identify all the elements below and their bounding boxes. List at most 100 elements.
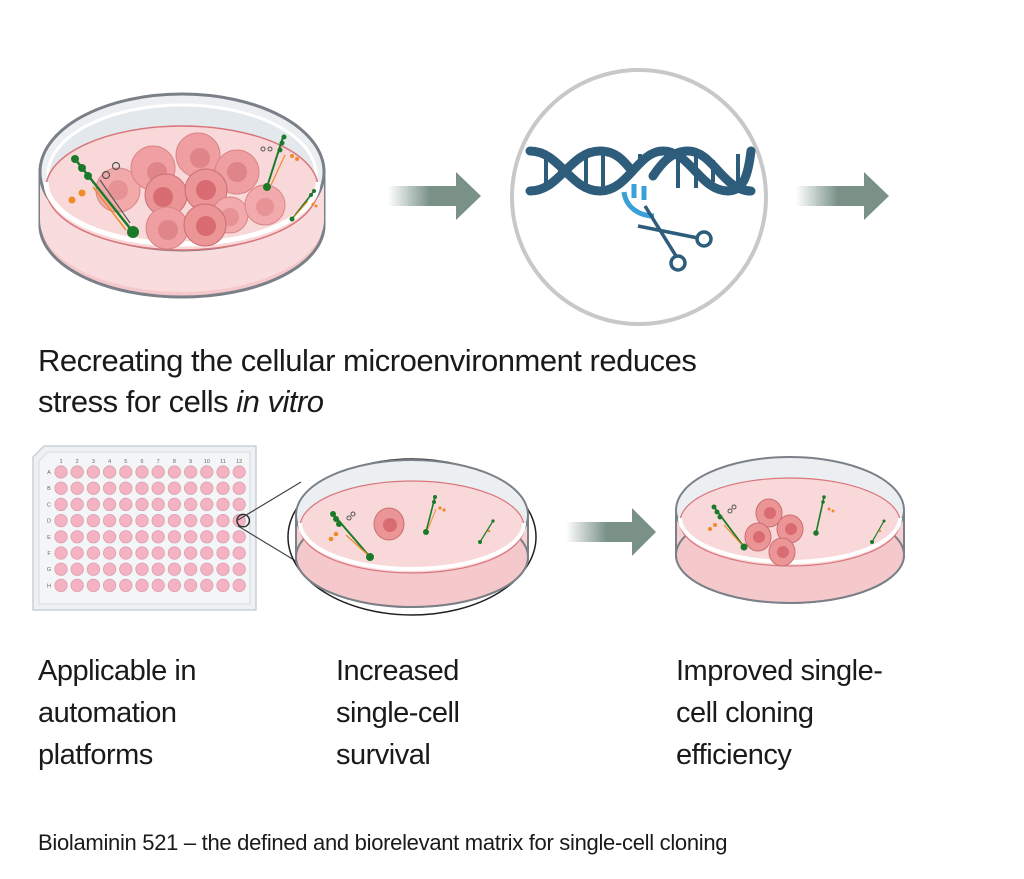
plate-well — [54, 578, 68, 592]
plate-well — [232, 530, 246, 544]
step-label-line: efficiency — [676, 739, 792, 771]
plate-well — [232, 481, 246, 495]
plate-well — [167, 578, 181, 592]
laminin-molecule-icon — [328, 511, 374, 561]
plate-well — [151, 481, 165, 495]
step-label-automation: Applicable in automation platforms — [38, 650, 196, 776]
plate-well — [86, 546, 101, 560]
plate-well — [167, 530, 181, 544]
plate-column-label: 8 — [173, 459, 176, 465]
plate-well — [103, 562, 117, 576]
plate-well — [70, 497, 84, 512]
plate-row-label: G — [47, 567, 51, 573]
plate-well — [86, 481, 101, 495]
plate-column-label: 5 — [124, 459, 127, 465]
plate-well — [151, 578, 165, 592]
plate-well — [184, 530, 198, 544]
plate-row-label: F — [47, 551, 51, 557]
laminin-molecule-icon — [708, 504, 748, 551]
plate-well — [103, 465, 117, 479]
plate-well — [70, 481, 84, 495]
plate-well — [103, 514, 117, 528]
plate-well — [184, 578, 198, 592]
plate-well — [135, 546, 149, 560]
plate-well — [135, 497, 149, 512]
plate-well — [216, 578, 230, 592]
arrow-right-icon — [388, 172, 481, 220]
plate-well — [119, 546, 133, 560]
highlighted-well — [236, 513, 251, 528]
plate-well — [86, 465, 101, 479]
plate-well — [103, 546, 117, 560]
plate-well — [119, 514, 133, 528]
plate-well — [151, 546, 165, 560]
plate-well — [151, 514, 165, 528]
plate-well — [70, 514, 84, 528]
petri-dish-colony — [675, 456, 905, 604]
plate-column-label: 6 — [140, 459, 143, 465]
plate-well — [184, 514, 198, 528]
laminin-molecule-icon — [423, 495, 446, 535]
plate-well — [119, 530, 133, 544]
step-label-line: cell cloning — [676, 697, 814, 729]
plate-well — [135, 530, 149, 544]
step-label-line: Increased — [336, 655, 459, 687]
laminin-molecule-icon — [478, 519, 495, 544]
plate-well — [86, 562, 101, 576]
plate-well — [54, 465, 68, 479]
step-label-line: single-cell — [336, 697, 460, 729]
plate-column-label: 4 — [108, 459, 111, 465]
step-label-line: automation — [38, 697, 177, 729]
plate-well — [200, 497, 214, 512]
plate-well — [216, 481, 230, 495]
arrow-right-icon — [796, 172, 889, 220]
plate-column-label: 12 — [236, 459, 242, 465]
plate-well — [135, 562, 149, 576]
dna-helix-icon — [525, 146, 756, 196]
plate-column-label: 10 — [204, 459, 210, 465]
cell-cluster — [95, 132, 286, 250]
plate-well — [200, 514, 214, 528]
plate-well — [167, 481, 181, 495]
plate-well — [167, 497, 181, 512]
plate-well — [119, 465, 133, 479]
cell-colony — [744, 498, 804, 567]
step-label-line: Improved single- — [676, 655, 883, 687]
plate-well — [200, 465, 214, 479]
plate-well — [151, 530, 165, 544]
plate-well — [200, 481, 214, 495]
plate-well — [54, 514, 68, 528]
plate-well — [184, 481, 198, 495]
plate-well — [167, 465, 181, 479]
plate-well — [86, 514, 101, 528]
plate-well — [119, 578, 133, 592]
plate-well — [200, 562, 214, 576]
plate-well — [86, 530, 101, 544]
plate-row-label: E — [47, 535, 51, 541]
top-caption-italic: in vitro — [236, 384, 324, 419]
plate-column-label: 3 — [92, 459, 95, 465]
plate-well — [184, 465, 198, 479]
plate-row-label: C — [47, 502, 51, 508]
plate-well — [54, 530, 68, 544]
plate-well — [70, 546, 84, 560]
plate-column-label: 11 — [220, 459, 226, 465]
top-caption-line2: stress for cells in vitro — [38, 381, 696, 422]
single-cell — [373, 507, 405, 541]
plate-well — [135, 481, 149, 495]
plate-well — [119, 562, 133, 576]
petri-dish-single-cell — [287, 458, 537, 616]
plate-well — [103, 530, 117, 544]
top-caption: Recreating the cellular microenvironment… — [38, 340, 697, 422]
step-label-cloning-efficiency: Improved single- cell cloning efficiency — [676, 650, 883, 776]
laminin-molecule-icon — [870, 519, 886, 544]
plate-well — [54, 546, 68, 560]
plate-column-label: 7 — [157, 459, 160, 465]
plate-well — [54, 562, 68, 576]
plate-well — [216, 497, 230, 512]
plate-well — [103, 481, 117, 495]
plate-well — [70, 578, 84, 592]
plate-well — [151, 497, 165, 512]
plate-well — [216, 562, 230, 576]
crispr-gene-editing-icon — [510, 68, 768, 326]
